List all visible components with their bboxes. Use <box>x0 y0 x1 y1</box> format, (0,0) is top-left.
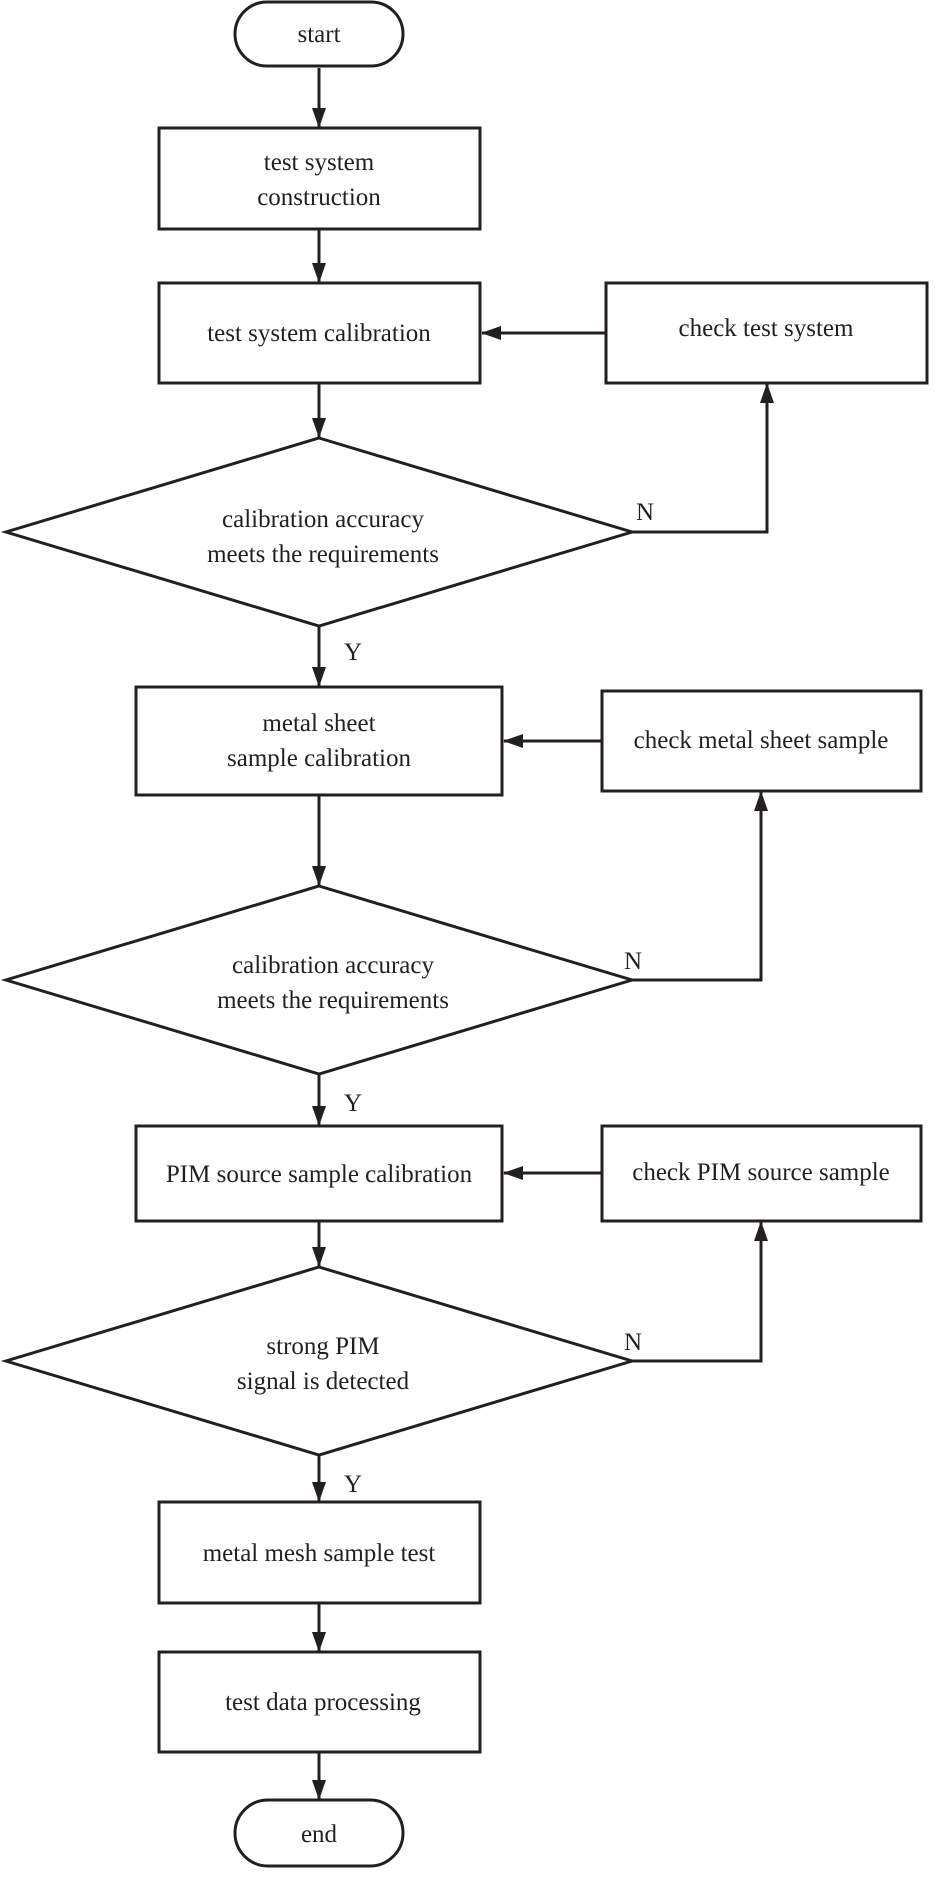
node-end: end <box>233 1798 405 1868</box>
node-construction-label-line-2: construction <box>257 184 381 211</box>
node-decision-1-label-line-2: meets the requirements <box>207 541 439 568</box>
node-pim-calibration: PIM source sample calibration <box>134 1124 504 1223</box>
node-data-processing-label: test data processing <box>225 1689 421 1716</box>
node-sheet-calibration: metal sheet sample calibration <box>134 685 504 797</box>
edge-label-decision-3-yes: Y <box>344 1471 362 1498</box>
node-sheet-calibration-label-line-1: metal sheet <box>262 710 375 737</box>
node-pim-calibration-label: PIM source sample calibration <box>166 1161 473 1188</box>
node-check-pim-label: check PIM source sample <box>632 1159 890 1186</box>
node-data-processing: test data processing <box>157 1650 482 1754</box>
node-decision-2-label-line-2: meets the requirements <box>217 987 449 1014</box>
node-start: start <box>233 0 405 68</box>
node-decision-2: calibration accuracy meets the requireme… <box>0 884 638 1076</box>
edge-decision-1-no-to-check-system <box>632 383 774 534</box>
edge-decision-3-no-to-check-pim <box>632 1221 768 1363</box>
node-calibration: test system calibration <box>157 281 482 385</box>
node-mesh-test: metal mesh sample test <box>157 1500 482 1605</box>
node-decision-3-label-line-2: signal is detected <box>237 1368 410 1395</box>
node-check-system-label: check test system <box>679 315 855 342</box>
edge-label-decision-2-yes: Y <box>344 1090 362 1117</box>
node-decision-3: strong PIM signal is detected <box>0 1265 638 1457</box>
node-end-label: end <box>301 1821 338 1848</box>
node-decision-3-label-line-1: strong PIM <box>266 1333 379 1360</box>
edge-label-decision-3-no: N <box>624 1329 642 1356</box>
node-check-sheet-label: check metal sheet sample <box>634 727 889 754</box>
edge-label-decision-1-no: N <box>636 499 654 526</box>
node-start-label: start <box>297 21 340 48</box>
edge-label-decision-2-no: N <box>624 948 642 975</box>
node-construction-label-line-1: test system <box>264 149 375 176</box>
edge-decision-2-no-to-check-sheet <box>632 791 768 982</box>
node-decision-1-label-line-1: calibration accuracy <box>222 506 424 533</box>
node-check-system: check test system <box>604 281 929 385</box>
node-decision-1: calibration accuracy meets the requireme… <box>0 436 638 628</box>
edge-label-decision-1-yes: Y <box>344 639 362 666</box>
node-check-pim: check PIM source sample <box>600 1124 923 1223</box>
node-sheet-calibration-label-line-2: sample calibration <box>227 745 411 772</box>
node-calibration-label: test system calibration <box>207 320 431 347</box>
node-decision-2-label-line-1: calibration accuracy <box>232 952 434 979</box>
node-mesh-test-label: metal mesh sample test <box>203 1540 436 1567</box>
node-check-sheet: check metal sheet sample <box>600 689 923 793</box>
node-construction: test system construction <box>157 126 482 231</box>
